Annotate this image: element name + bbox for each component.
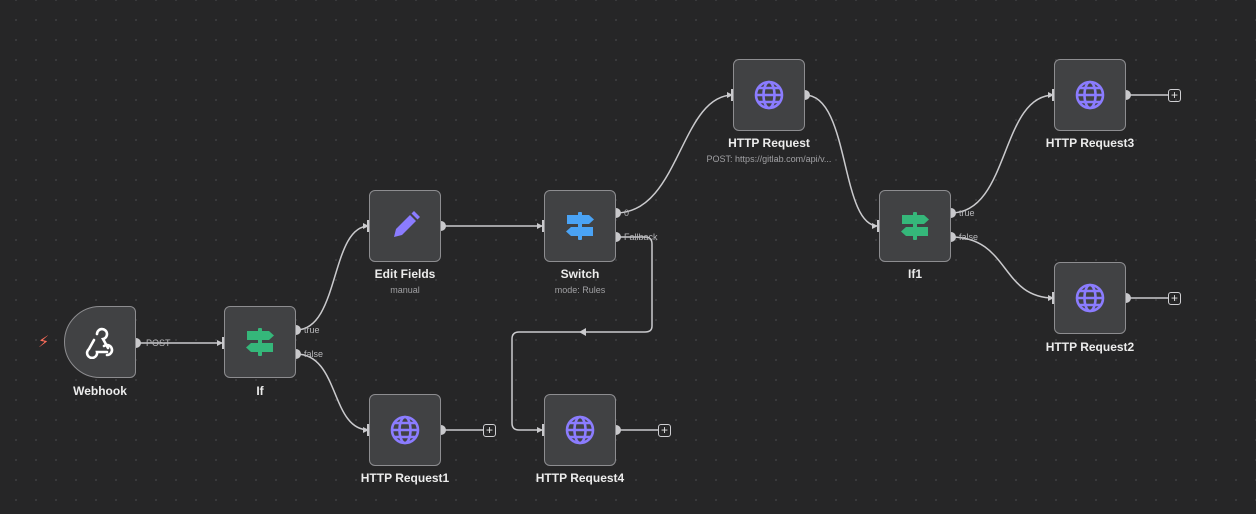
globe-icon (754, 80, 784, 110)
add-node-button[interactable]: + (1168, 89, 1181, 102)
node-http-request-subtitle: POST: https://gitlab.com/api/v... (706, 154, 832, 164)
node-switch-title: Switch (560, 267, 600, 281)
add-node-button[interactable]: + (1168, 292, 1181, 305)
globe-icon (1075, 283, 1105, 313)
node-if1[interactable] (879, 190, 951, 262)
edge-if-false-httprequest1[interactable] (295, 353, 370, 433)
node-http-request1-title: HTTP Request1 (360, 471, 450, 485)
webhook-post-label: POST (146, 338, 171, 348)
node-http-request4-title: HTTP Request4 (535, 471, 625, 485)
edge-if1-false-httprequest2[interactable] (950, 236, 1055, 301)
edge-if-true-editfields[interactable] (295, 223, 370, 331)
node-http-request2-title: HTTP Request2 (1045, 340, 1135, 354)
signpost-icon (246, 328, 274, 356)
trigger-bolt-icon: ⚡ (38, 334, 50, 351)
node-if-title: If (256, 384, 264, 398)
pencil-icon (394, 211, 420, 237)
node-http-request[interactable] (733, 59, 805, 131)
node-edit-fields-title: Edit Fields (374, 267, 436, 281)
node-if1-title: If1 (907, 267, 922, 281)
node-edit-fields[interactable] (369, 190, 441, 262)
signpost-icon (901, 212, 929, 240)
add-node-button[interactable]: + (658, 424, 671, 437)
switch-fallback-label: Fallback (624, 232, 658, 242)
node-http-request2[interactable] (1054, 262, 1126, 334)
globe-icon (390, 415, 420, 445)
node-webhook-title: Webhook (73, 384, 127, 398)
if1-true-label: true (959, 208, 975, 218)
edge-httprequest-if1[interactable] (804, 94, 879, 229)
node-webhook[interactable] (64, 306, 136, 378)
add-node-button[interactable]: + (483, 424, 496, 437)
node-http-request1[interactable] (369, 394, 441, 466)
node-http-request3-title: HTTP Request3 (1045, 136, 1135, 150)
globe-icon (1075, 80, 1105, 110)
node-switch-subtitle: mode: Rules (554, 285, 606, 295)
webhook-icon (85, 327, 114, 359)
node-if[interactable] (224, 306, 296, 378)
signpost-icon (566, 212, 594, 240)
node-http-request-title: HTTP Request (728, 136, 810, 150)
globe-icon (565, 415, 595, 445)
edge-switch-0-httprequest[interactable] (615, 92, 734, 214)
if1-false-label: false (959, 232, 979, 242)
node-http-request3[interactable] (1054, 59, 1126, 131)
edge-if1-true-httprequest3[interactable] (950, 92, 1055, 214)
if-false-label: false (304, 349, 324, 359)
fallback-direction-arrow (579, 328, 586, 336)
if-true-label: true (304, 325, 320, 335)
node-edit-fields-subtitle: manual (390, 285, 420, 295)
switch-0-label: 0 (624, 208, 630, 218)
node-switch[interactable] (544, 190, 616, 262)
node-http-request4[interactable] (544, 394, 616, 466)
